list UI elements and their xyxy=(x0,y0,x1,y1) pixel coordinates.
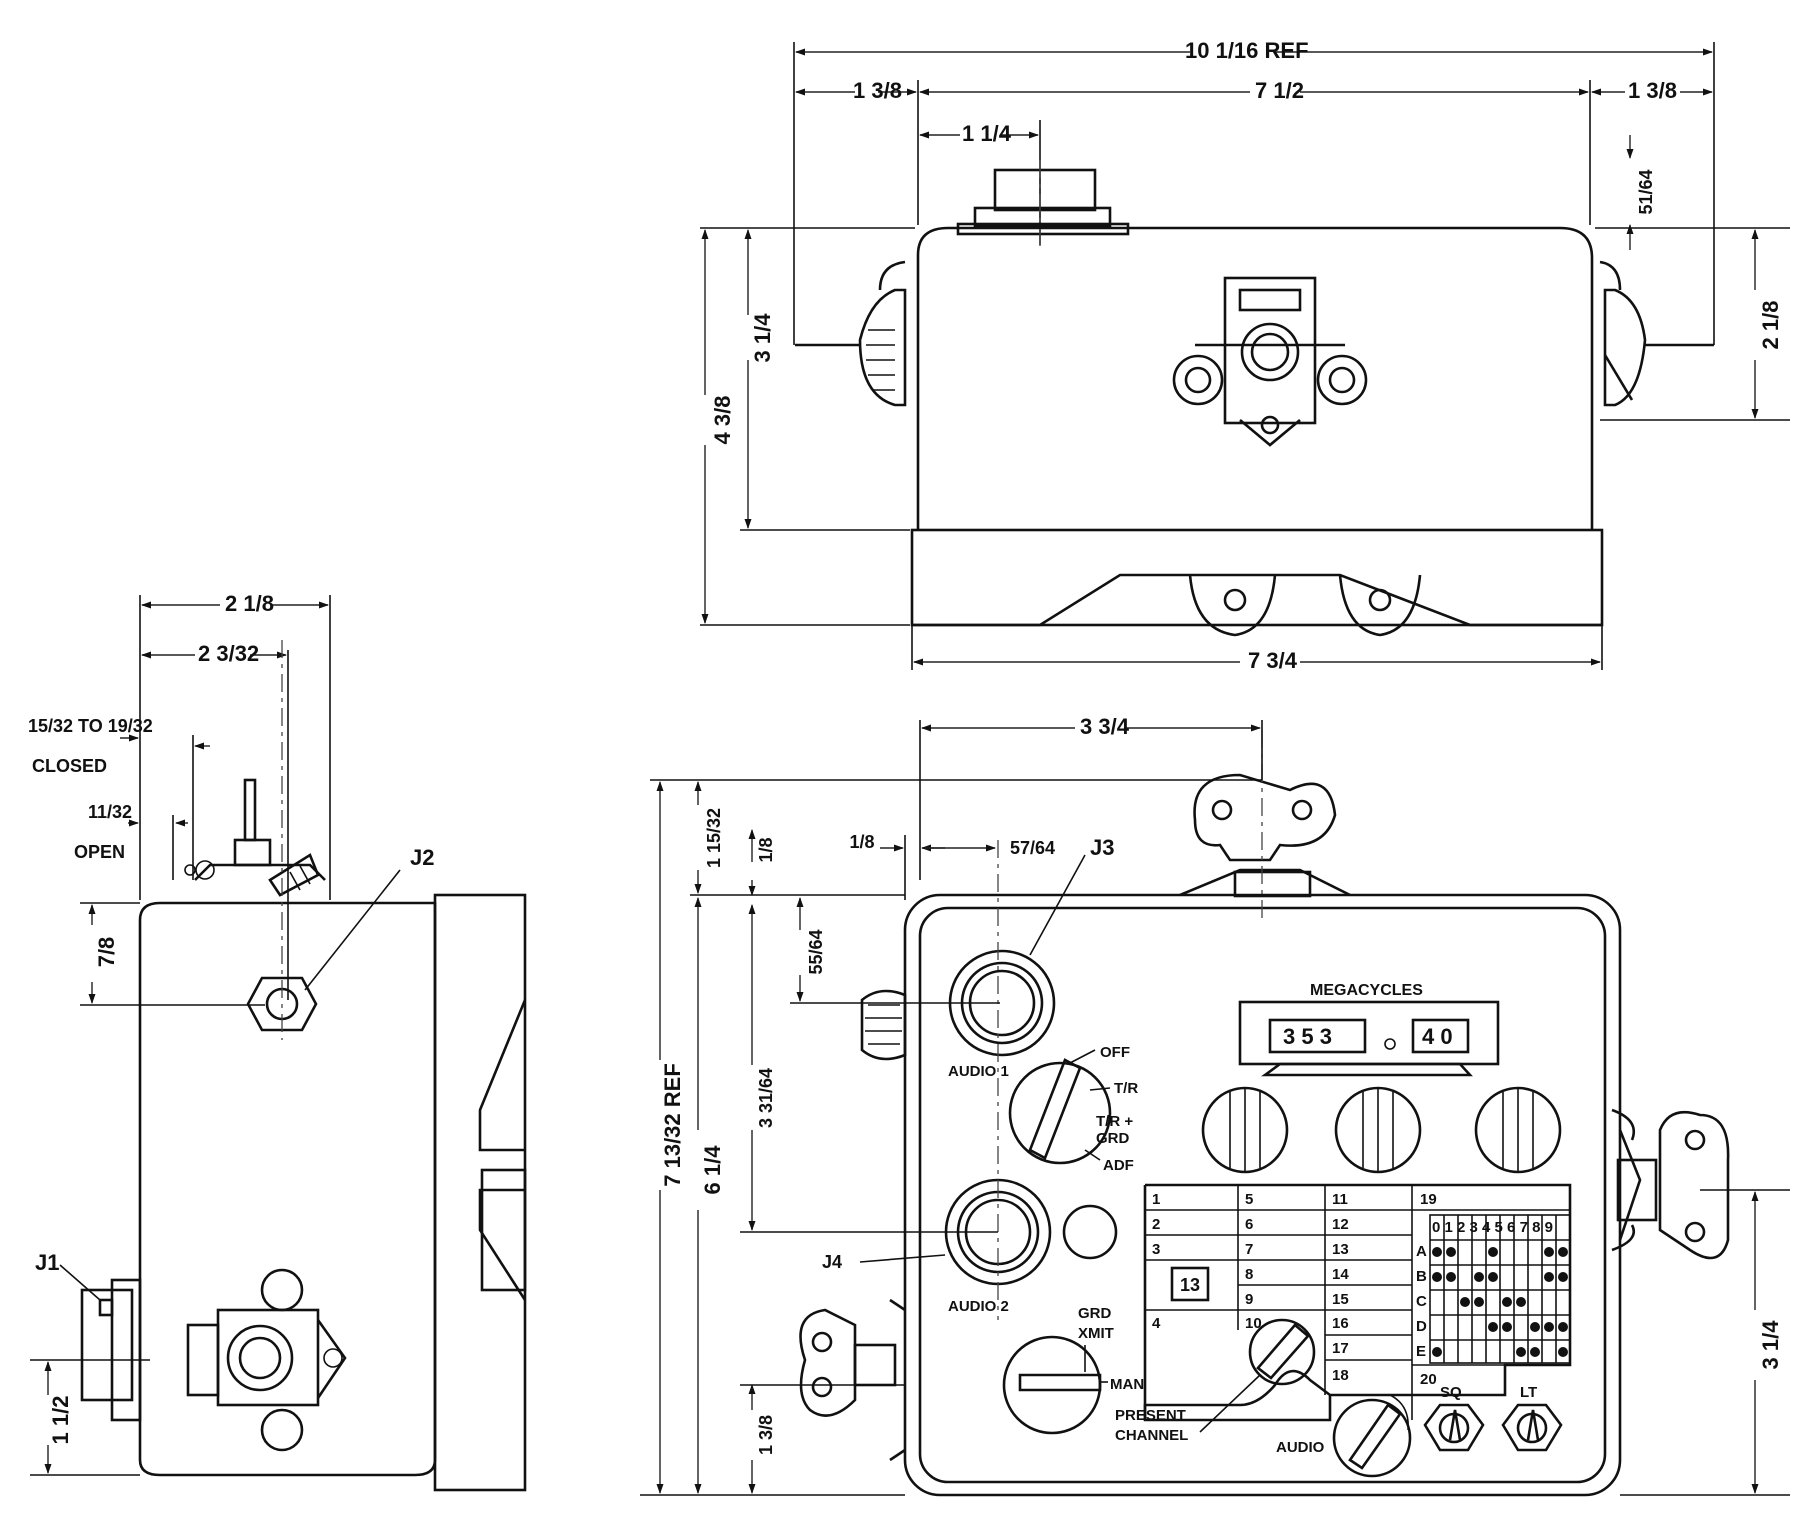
sq-label: SQ xyxy=(1440,1384,1462,1401)
lt-label: LT xyxy=(1520,1384,1537,1401)
dim-top-right-height: 2 1/8 xyxy=(1758,301,1783,350)
j2-label: J2 xyxy=(410,845,434,870)
dim-side-closed: 15/32 TO 19/32 xyxy=(28,716,153,736)
man-label: MAN xyxy=(1110,1376,1144,1393)
present-channel-2: CHANNEL xyxy=(1115,1427,1188,1444)
channel-9: 9 xyxy=(1245,1291,1253,1308)
dim-side-width-2: 2 3/32 xyxy=(198,641,259,666)
mode-tr: T/R xyxy=(1114,1080,1138,1097)
dim-side-open: 11/32 xyxy=(88,802,132,822)
channel-1: 1 xyxy=(1152,1191,1160,1208)
matrix-cols: 0 1 2 3 4 5 6 7 8 9 xyxy=(1432,1219,1553,1236)
grd-xmit-1: GRD xyxy=(1078,1305,1112,1322)
channel-2: 2 xyxy=(1152,1216,1160,1233)
channel-12: 12 xyxy=(1332,1216,1349,1233)
dim-top-connector: 1 1/4 xyxy=(962,121,1012,146)
dim-side-one-half: 1 1/2 xyxy=(48,1396,73,1445)
freq-left-digits: 3 5 3 xyxy=(1283,1024,1332,1049)
dim-top-left: 1 3/8 xyxy=(853,78,902,103)
channel-10: 10 xyxy=(1245,1315,1262,1332)
megacycles-label: MEGACYCLES xyxy=(1310,982,1423,999)
matrix-row-a: A xyxy=(1416,1243,1427,1260)
channel-15: 15 xyxy=(1332,1291,1349,1308)
j1-label: J1 xyxy=(35,1250,59,1275)
dim-front-h-body: 6 1/4 xyxy=(700,1145,725,1195)
j4-label: J4 xyxy=(822,1252,842,1272)
channel-11: 11 xyxy=(1332,1191,1348,1208)
dim-top-bottom-width: 7 3/4 xyxy=(1248,648,1298,673)
dim-top-height-a: 51/64 xyxy=(1636,169,1656,214)
dim-front-h-3-31: 3 31/64 xyxy=(756,1068,776,1128)
dim-side-closed-word: CLOSED xyxy=(32,756,107,776)
freq-right-digits: 4 0 xyxy=(1422,1024,1453,1049)
channel-18: 18 xyxy=(1332,1367,1349,1384)
matrix-row-c: C xyxy=(1416,1293,1427,1310)
channel-17: 17 xyxy=(1332,1340,1349,1357)
channel-8: 8 xyxy=(1245,1266,1253,1283)
dim-front-h-55: 55/64 xyxy=(806,929,826,974)
channel-14: 14 xyxy=(1332,1266,1349,1283)
mode-trgrd-1: T/R + xyxy=(1096,1113,1133,1130)
j3-label: J3 xyxy=(1090,835,1114,860)
top-view: 10 1/16 REF 1 3/8 7 1/2 1 3/8 1 1/4 xyxy=(700,38,1790,673)
channel-4: 4 xyxy=(1152,1315,1161,1332)
matrix-row-e: E xyxy=(1416,1343,1426,1360)
audio-knob-label: AUDIO xyxy=(1276,1439,1325,1456)
dim-front-h-small: 1 15/32 xyxy=(704,808,724,868)
matrix-row-d: D xyxy=(1416,1318,1427,1335)
mode-trgrd-2: GRD xyxy=(1096,1130,1130,1147)
dim-front-small-b: 57/64 xyxy=(1010,838,1055,858)
dim-top-height-total: 4 3/8 xyxy=(710,396,735,445)
audio1-label: AUDIO 1 xyxy=(948,1063,1009,1080)
dim-side-width: 2 1/8 xyxy=(225,591,274,616)
channel-20: 20 xyxy=(1420,1371,1437,1388)
dim-top-right: 1 3/8 xyxy=(1628,78,1677,103)
channel-3: 3 xyxy=(1152,1241,1160,1258)
dim-side-open-word: OPEN xyxy=(74,842,125,862)
channel-matrix: 0 1 2 3 4 5 6 7 8 9 A B C D E xyxy=(1416,1214,1571,1364)
channel-13: 13 xyxy=(1332,1241,1349,1258)
channel-16: 16 xyxy=(1332,1315,1349,1332)
dim-front-h-ref: 7 13/32 REF xyxy=(660,1063,685,1187)
mode-off: OFF xyxy=(1100,1044,1130,1061)
dim-front-h-bottom: 1 3/8 xyxy=(756,1415,776,1455)
channel-7: 7 xyxy=(1245,1241,1253,1258)
dim-top-center: 7 1/2 xyxy=(1255,78,1304,103)
channel-6: 6 xyxy=(1245,1216,1253,1233)
mode-adf: ADF xyxy=(1103,1157,1134,1174)
dim-front-h-eighth: 1/8 xyxy=(756,837,776,862)
front-view: AUDIO 1 J3 AUDIO 2 J4 OFF T/R T/R + GRD … xyxy=(640,714,1790,1497)
side-view: 2 1/8 2 3/32 15/32 TO 19/32 CLOSED 11/32… xyxy=(28,591,527,1492)
dim-side-seven-eighth: 7/8 xyxy=(94,937,119,968)
channel-19: 19 xyxy=(1420,1191,1437,1208)
matrix-row-b: B xyxy=(1416,1268,1427,1285)
dim-top-height-body: 3 1/4 xyxy=(750,313,775,363)
dim-top-overall: 10 1/16 REF xyxy=(1185,38,1309,63)
dim-front-right-height: 3 1/4 xyxy=(1758,1320,1783,1370)
dim-front-small-a: 1/8 xyxy=(849,832,874,852)
dim-front-top-offset: 3 3/4 xyxy=(1080,714,1130,739)
channel-5: 5 xyxy=(1245,1191,1253,1208)
channel-display: 13 xyxy=(1180,1275,1200,1295)
audio2-label: AUDIO 2 xyxy=(948,1298,1009,1315)
present-channel-1: PRESENT xyxy=(1115,1407,1186,1424)
grd-xmit-2: XMIT xyxy=(1078,1325,1114,1342)
